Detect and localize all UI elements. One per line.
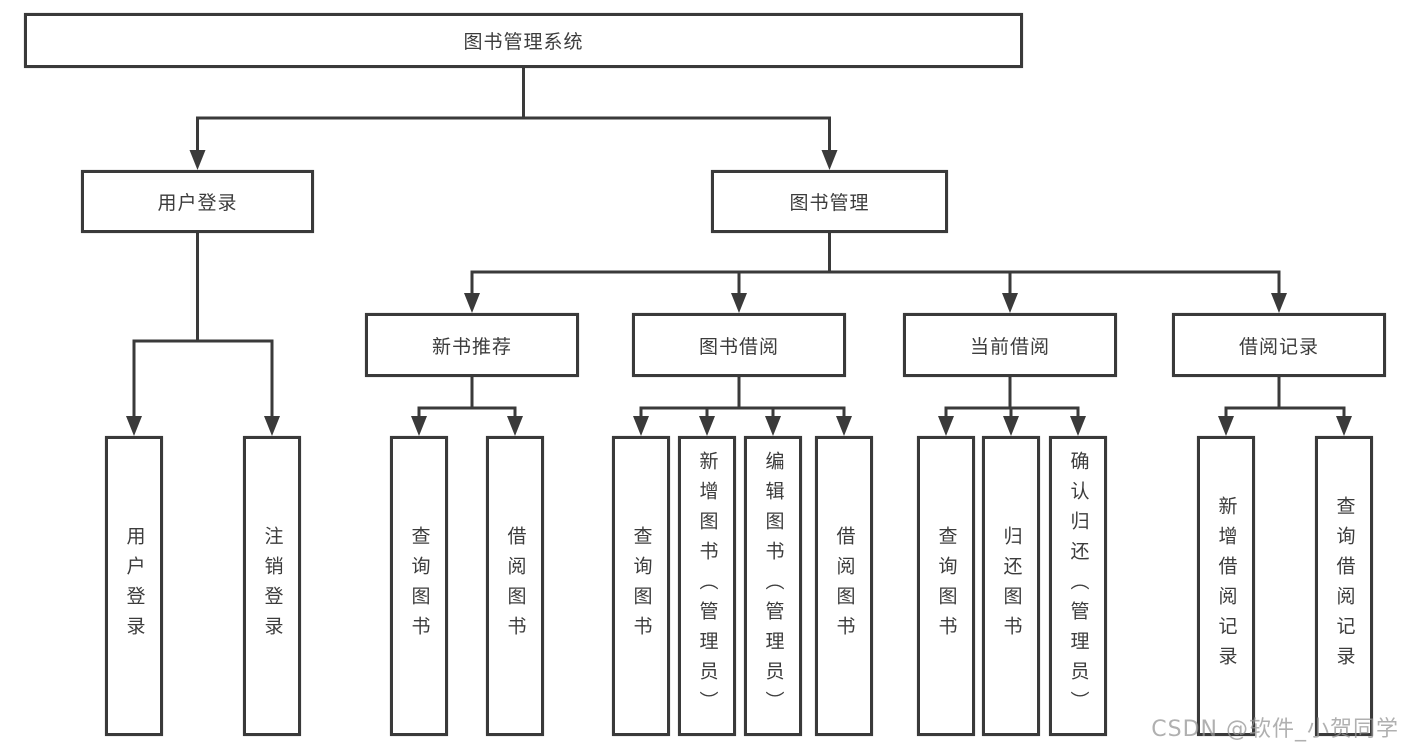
arrowhead-icon	[1070, 416, 1086, 436]
arrowhead-icon	[411, 416, 427, 436]
leaf-label: 查询图书	[408, 526, 431, 646]
leaf-label: 编辑图书（管理员）	[762, 451, 785, 721]
leaf-return-books: 归还图书	[982, 436, 1040, 736]
node-label: 当前借阅	[969, 335, 1050, 358]
arrowhead-icon	[264, 416, 280, 436]
arrowhead-icon	[938, 416, 954, 436]
node-root-library-system: 图书管理系统	[24, 13, 1023, 68]
leaf-user-login: 用户登录	[105, 436, 163, 736]
arrowhead-icon	[189, 150, 206, 170]
node-user-login: 用户登录	[81, 170, 314, 233]
leaf-logout-login: 注销登录	[243, 436, 301, 736]
leaf-label: 查询借阅记录	[1333, 496, 1356, 676]
node-current-borrowing: 当前借阅	[903, 313, 1117, 377]
csdn-watermark: CSDN @软件_小贺同学	[1151, 717, 1399, 742]
leaf-label: 用户登录	[123, 526, 146, 646]
arrowhead-icon	[836, 416, 852, 436]
node-label: 借阅记录	[1238, 335, 1319, 358]
node-label: 图书管理系统	[463, 31, 584, 53]
node-label: 图书管理	[789, 192, 870, 214]
node-new-book-recommendation: 新书推荐	[365, 313, 579, 377]
connector-book-management-to-level3	[464, 231, 1287, 313]
arrowhead-icon	[1336, 416, 1352, 436]
arrowhead-icon	[731, 293, 747, 313]
connector-new-book-recommendation-to-leaves	[411, 375, 523, 436]
leaf-label: 新增借阅记录	[1215, 496, 1238, 676]
leaf-label: 确认归还（管理员）	[1067, 451, 1090, 721]
leaf-query-books-recommend: 查询图书	[390, 436, 448, 736]
leaf-borrow-books-borrowing: 借阅图书	[815, 436, 873, 736]
arrowhead-icon	[633, 416, 649, 436]
node-label: 图书借阅	[698, 335, 779, 358]
node-book-management: 图书管理	[711, 170, 948, 233]
leaf-query-books-borrowing: 查询图书	[612, 436, 670, 736]
leaf-edit-books-admin: 编辑图书（管理员）	[744, 436, 802, 736]
connector-current-borrowing-to-leaves	[938, 375, 1086, 436]
node-book-borrowing: 图书借阅	[632, 313, 846, 377]
leaf-borrow-books-recommend: 借阅图书	[486, 436, 544, 736]
leaf-query-books-current: 查询图书	[917, 436, 975, 736]
leaf-confirm-return-admin: 确认归还（管理员）	[1049, 436, 1107, 736]
leaf-label: 借阅图书	[504, 526, 527, 646]
arrowhead-icon	[1002, 293, 1018, 313]
leaf-label: 查询图书	[630, 526, 653, 646]
arrowhead-icon	[1271, 293, 1287, 313]
node-label: 新书推荐	[431, 335, 512, 358]
arrowhead-icon	[126, 416, 142, 436]
leaf-label: 借阅图书	[833, 526, 856, 646]
node-label: 用户登录	[157, 192, 238, 214]
leaf-label: 注销登录	[261, 526, 284, 646]
leaf-add-borrow-record: 新增借阅记录	[1197, 436, 1255, 736]
connector-root-to-level2	[189, 66, 838, 170]
arrowhead-icon	[1218, 416, 1234, 436]
leaf-label: 查询图书	[935, 526, 958, 646]
connector-user-login-to-leaves	[126, 231, 280, 436]
leaf-query-borrow-record: 查询借阅记录	[1315, 436, 1373, 736]
arrowhead-icon	[821, 150, 838, 170]
connector-book-borrowing-to-leaves	[633, 375, 852, 436]
arrowhead-icon	[1003, 416, 1019, 436]
arrowhead-icon	[464, 293, 480, 313]
arrowhead-icon	[699, 416, 715, 436]
node-borrow-records: 借阅记录	[1172, 313, 1386, 377]
leaf-add-books-admin: 新增图书（管理员）	[678, 436, 736, 736]
arrowhead-icon	[765, 416, 781, 436]
leaf-label: 归还图书	[1000, 526, 1023, 646]
leaf-label: 新增图书（管理员）	[696, 451, 719, 721]
connector-borrow-records-to-leaves	[1218, 375, 1352, 436]
arrowhead-icon	[507, 416, 523, 436]
